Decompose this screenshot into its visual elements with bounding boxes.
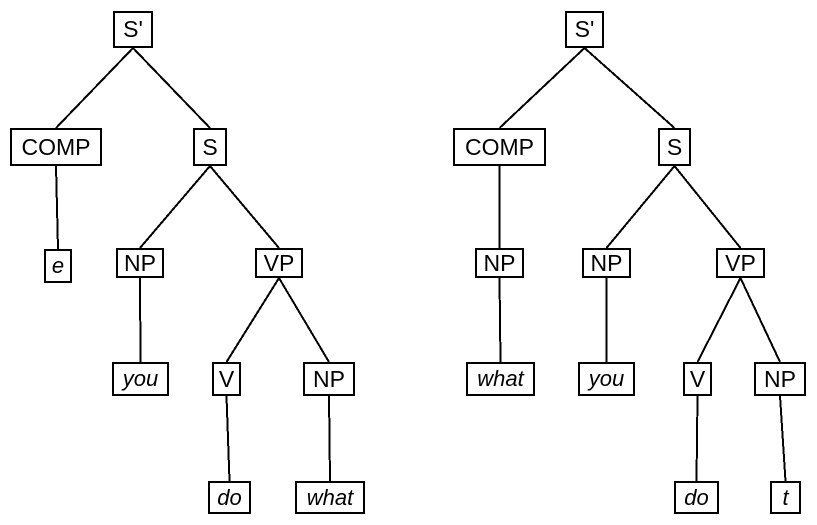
tree-node-r-np2: NP: [754, 362, 806, 396]
tree-node-l-you: you: [112, 362, 169, 396]
tree-node-l-e: e: [44, 249, 72, 283]
tree-node-l-np1: NP: [116, 248, 164, 278]
tree-node-r-do: do: [674, 481, 719, 514]
tree-edge-R-S-to-R-VP: [673, 165, 742, 249]
tree-edge-L-NP2-to-L-what: [328, 395, 331, 482]
tree-edge-L-S-to-L-NP1: [139, 165, 211, 249]
tree-edge-L-NP1-to-L-you: [139, 277, 142, 363]
tree-edge-L-Sbar-to-L-S: [132, 47, 211, 129]
tree-edge-L-Sbar-to-L-COMP: [55, 47, 134, 129]
tree-edge-L-S-to-L-VP: [209, 165, 280, 249]
tree-node-r-comp: COMP: [453, 128, 546, 166]
tree-edge-R-VP-to-R-V: [696, 277, 742, 363]
tree-edge-L-VP-to-L-V: [225, 277, 280, 363]
tree-node-l-sbar: S': [113, 11, 153, 48]
tree-node-r-np1: NP: [582, 248, 631, 278]
tree-node-l-vp: VP: [255, 248, 303, 278]
tree-node-l-np2: NP: [303, 362, 355, 396]
tree-edge-R-V-to-R-do: [695, 395, 699, 482]
tree-node-l-what: what: [295, 481, 365, 514]
tree-node-r-v: V: [683, 362, 712, 396]
tree-node-r-s: S: [658, 128, 691, 166]
tree-edge-R-S-to-R-NP1: [605, 165, 676, 249]
tree-edge-L-VP-to-L-NP2: [278, 277, 330, 363]
tree-node-r-what: what: [466, 362, 535, 396]
tree-node-l-do: do: [208, 481, 251, 514]
tree-node-r-you: you: [578, 362, 635, 396]
tree-edge-R-NP2-to-R-t: [779, 395, 787, 482]
tree-node-r-vp: VP: [716, 248, 765, 278]
tree-node-l-comp: COMP: [10, 128, 102, 166]
tree-edge-R-NP0-to-R-what: [498, 277, 502, 363]
tree-edge-R-VP-to-R-NP2: [739, 277, 781, 363]
tree-edge-L-COMP-to-L-e: [55, 165, 59, 250]
tree-node-r-sbar: S': [565, 11, 604, 48]
tree-node-r-t: t: [770, 481, 801, 514]
tree-edge-R-Sbar-to-R-COMP: [498, 47, 586, 129]
tree-node-r-np0: NP: [475, 248, 524, 278]
tree-edge-L-V-to-L-do: [225, 395, 231, 482]
tree-node-l-v: V: [212, 362, 241, 396]
tree-edge-R-Sbar-to-R-S: [583, 47, 676, 129]
tree-node-l-s: S: [193, 128, 227, 166]
